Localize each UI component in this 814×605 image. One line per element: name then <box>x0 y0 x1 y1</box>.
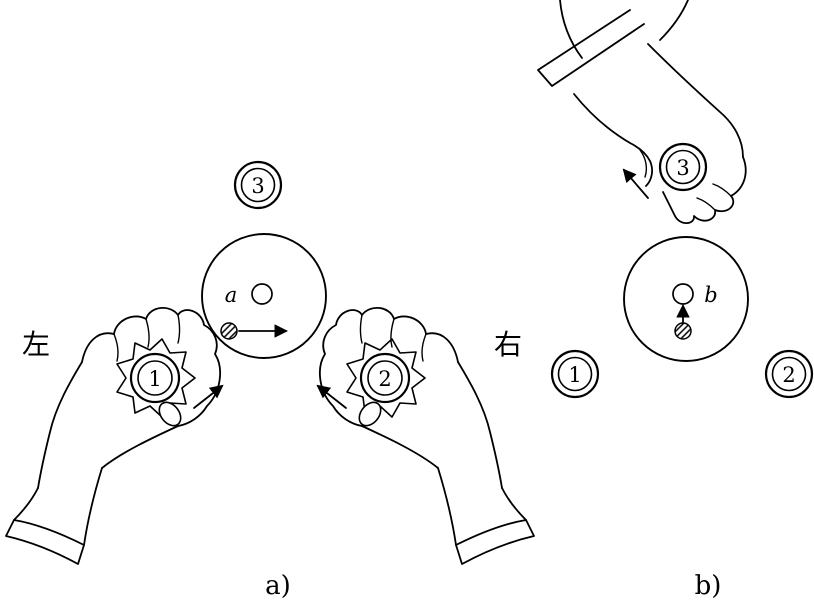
arm-left-edge <box>13 487 39 521</box>
disc-hole <box>251 283 273 305</box>
cuff-band <box>455 519 535 565</box>
coin-inner-ring <box>240 167 276 203</box>
coin-1-number: 1 <box>568 363 581 387</box>
finger-creases <box>359 314 427 362</box>
panel-a-caption: a) <box>265 571 291 601</box>
marked-spot <box>220 322 238 340</box>
panel-b: 3 b 1 2 b) <box>537 0 814 601</box>
panel-b-coin-3: 3 <box>658 142 708 192</box>
hand-outline <box>318 307 459 427</box>
cuff-band <box>5 519 85 565</box>
hand-left-edge <box>573 93 653 187</box>
hand-right-edge <box>457 361 503 489</box>
disc-point-label-b: b <box>704 283 717 307</box>
arm-right-edge <box>501 487 527 521</box>
coin-inner-ring <box>367 360 403 396</box>
arm-right-edge <box>83 467 103 546</box>
palm-bottom-edge <box>361 425 439 469</box>
disc-outline <box>201 233 327 359</box>
coin-3-motion-arrow <box>622 168 649 199</box>
top-hand: 3 <box>537 0 747 225</box>
cuff-band <box>537 9 645 87</box>
coin-3-number: 3 <box>676 156 689 180</box>
sleeve-right-edge <box>659 0 689 41</box>
label-left: 左 <box>22 328 50 361</box>
coin-inner-ring <box>665 149 701 185</box>
disc-outline <box>623 236 749 362</box>
finger-grip-outline <box>346 338 426 418</box>
thumbnail <box>358 401 382 427</box>
right-hand: 2 <box>316 307 535 565</box>
hand-back-edge <box>647 43 744 158</box>
thumbnail <box>158 401 182 427</box>
sleeve-left-edge <box>559 0 583 59</box>
panel-a-disc: a <box>201 233 327 359</box>
coin-2-number: 2 <box>782 363 795 387</box>
palm-bottom-edge <box>101 425 179 469</box>
panel-a: 3 a 左 右 <box>5 160 535 601</box>
coin-2-motion-arrow <box>316 384 347 409</box>
coin-3-number: 3 <box>251 174 264 198</box>
coin-1-number: 1 <box>148 367 161 391</box>
hand-left-edge <box>37 361 83 489</box>
panel-b-coin-2: 2 <box>764 349 814 399</box>
panel-a-coin-3: 3 <box>233 160 283 210</box>
curled-fingers-outline <box>662 156 747 225</box>
panel-a-coin-1: 1 <box>129 352 181 404</box>
coin-inner-ring <box>557 356 593 392</box>
arm-left-edge <box>437 467 457 546</box>
label-right: 右 <box>494 328 522 361</box>
coin-inner-ring <box>771 356 807 392</box>
marked-spot <box>674 322 692 340</box>
left-hand: 1 <box>5 307 224 565</box>
finger-creases <box>113 314 181 362</box>
coin-2-number: 2 <box>378 367 391 391</box>
coin-inner-ring <box>137 360 173 396</box>
panel-b-caption: b) <box>695 571 722 601</box>
coin-1-motion-arrow <box>193 384 224 409</box>
finger-creases <box>639 149 732 211</box>
panel-b-coin-1: 1 <box>550 349 600 399</box>
panel-a-coin-2: 2 <box>359 352 411 404</box>
hand-outline <box>81 307 222 427</box>
disc-point-label-a: a <box>225 283 238 307</box>
panel-b-disc: b <box>623 236 749 362</box>
